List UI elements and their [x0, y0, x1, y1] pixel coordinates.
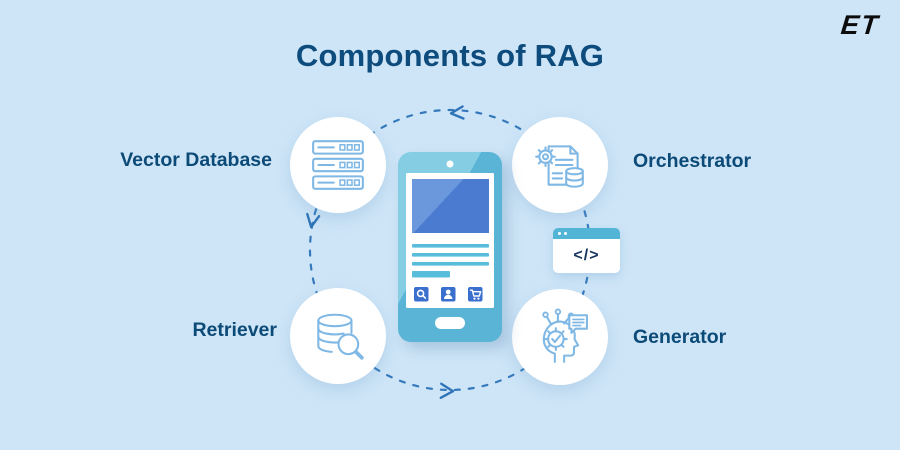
code-browser-window-icon: </>	[553, 228, 620, 273]
generator-node	[512, 289, 608, 385]
window-dot	[563, 232, 567, 235]
phone-home-button	[435, 317, 465, 329]
browser-header-bar	[553, 228, 620, 239]
vector-database-label: Vector Database	[120, 149, 272, 171]
search-icon	[414, 287, 429, 302]
screen-hero-image	[412, 179, 489, 233]
code-symbol: </>	[573, 247, 600, 264]
vector-database-node	[290, 117, 386, 213]
phone-camera-dot	[446, 160, 454, 168]
ai-head-chat-icon	[542, 308, 588, 363]
brand-logo: ET	[839, 10, 882, 40]
generator-label: Generator	[633, 326, 727, 348]
page-title: Components of RAG	[295, 38, 605, 73]
cart-icon	[468, 287, 483, 302]
orchestrator-node	[512, 117, 608, 213]
screen-text-lines	[412, 244, 489, 278]
retriever-node	[290, 288, 386, 384]
arrowhead-bottom-right-icon	[439, 382, 455, 399]
arrowhead-top-left-icon	[449, 105, 465, 120]
screen-app-buttons	[414, 287, 483, 302]
orchestrator-label: Orchestrator	[633, 150, 752, 172]
arrowhead-left-down-icon	[306, 212, 321, 229]
server-stack-icon	[312, 140, 364, 190]
retriever-label: Retriever	[192, 319, 277, 341]
window-dot	[558, 232, 561, 235]
database-magnifier-icon	[317, 313, 364, 360]
smartphone-illustration	[398, 152, 502, 342]
user-icon	[441, 287, 456, 302]
gear-document-database-icon	[535, 145, 584, 188]
